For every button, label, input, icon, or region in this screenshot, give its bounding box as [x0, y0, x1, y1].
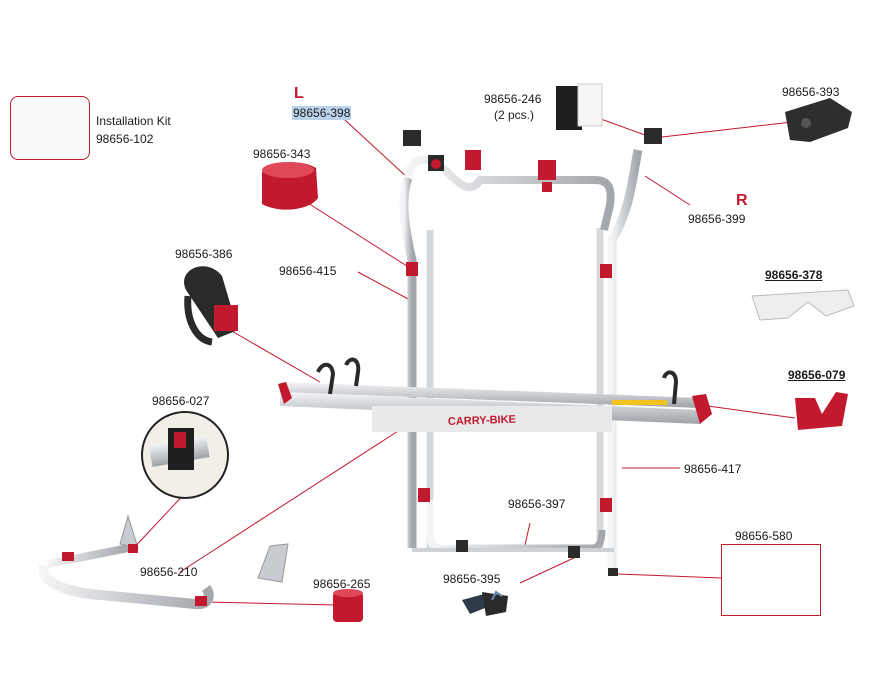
- part-265-cap: [333, 589, 363, 622]
- installation-kit-label: Installation Kit: [96, 114, 171, 128]
- part-label-398: 98656-398: [292, 106, 352, 120]
- part-label-395: 98656-395: [443, 572, 501, 586]
- part-580-box: [721, 544, 821, 616]
- part-label-210: 98656-210: [140, 565, 198, 579]
- part-246-pads: [556, 83, 603, 130]
- part-label-415: 98656-415: [279, 264, 337, 278]
- part-label-246-qty: (2 pcs.): [494, 108, 535, 122]
- left-side-marker: L: [294, 85, 304, 102]
- part-label-027: 98656-027: [152, 394, 210, 408]
- main-frame: [399, 128, 662, 576]
- part-079-cradle: [795, 392, 848, 430]
- part-label-399: 98656-399: [688, 212, 746, 226]
- part-label-397: 98656-397: [508, 497, 566, 511]
- rails: CARRY-BIKE: [278, 357, 712, 432]
- rack-logo-text: CARRY-BIKE: [448, 414, 516, 428]
- part-210-holder: [38, 514, 289, 610]
- part-label-079: 98656-079: [788, 368, 846, 382]
- part-label-246: 98656-246: [484, 92, 542, 106]
- right-side-marker: R: [736, 192, 748, 209]
- part-label-265: 98656-265: [313, 577, 371, 591]
- part-395-holder: [462, 590, 508, 616]
- part-label-378: 98656-378: [765, 268, 823, 282]
- part-343-cap: [262, 162, 318, 210]
- part-label-386: 98656-386: [175, 247, 233, 261]
- part-label-343: 98656-343: [253, 147, 311, 161]
- leader-lines: [129, 117, 796, 606]
- part-378-clip: [751, 289, 855, 321]
- part-label-417: 98656-417: [684, 462, 742, 476]
- part-label-580: 98656-580: [735, 529, 793, 543]
- part-386-strap: [184, 266, 238, 346]
- installation-kit-box: [10, 96, 90, 160]
- part-393-bracket: [785, 98, 852, 142]
- part-027-detail: [141, 411, 229, 499]
- part-label-393: 98656-393: [782, 85, 840, 99]
- installation-kit-number: 98656-102: [96, 132, 154, 146]
